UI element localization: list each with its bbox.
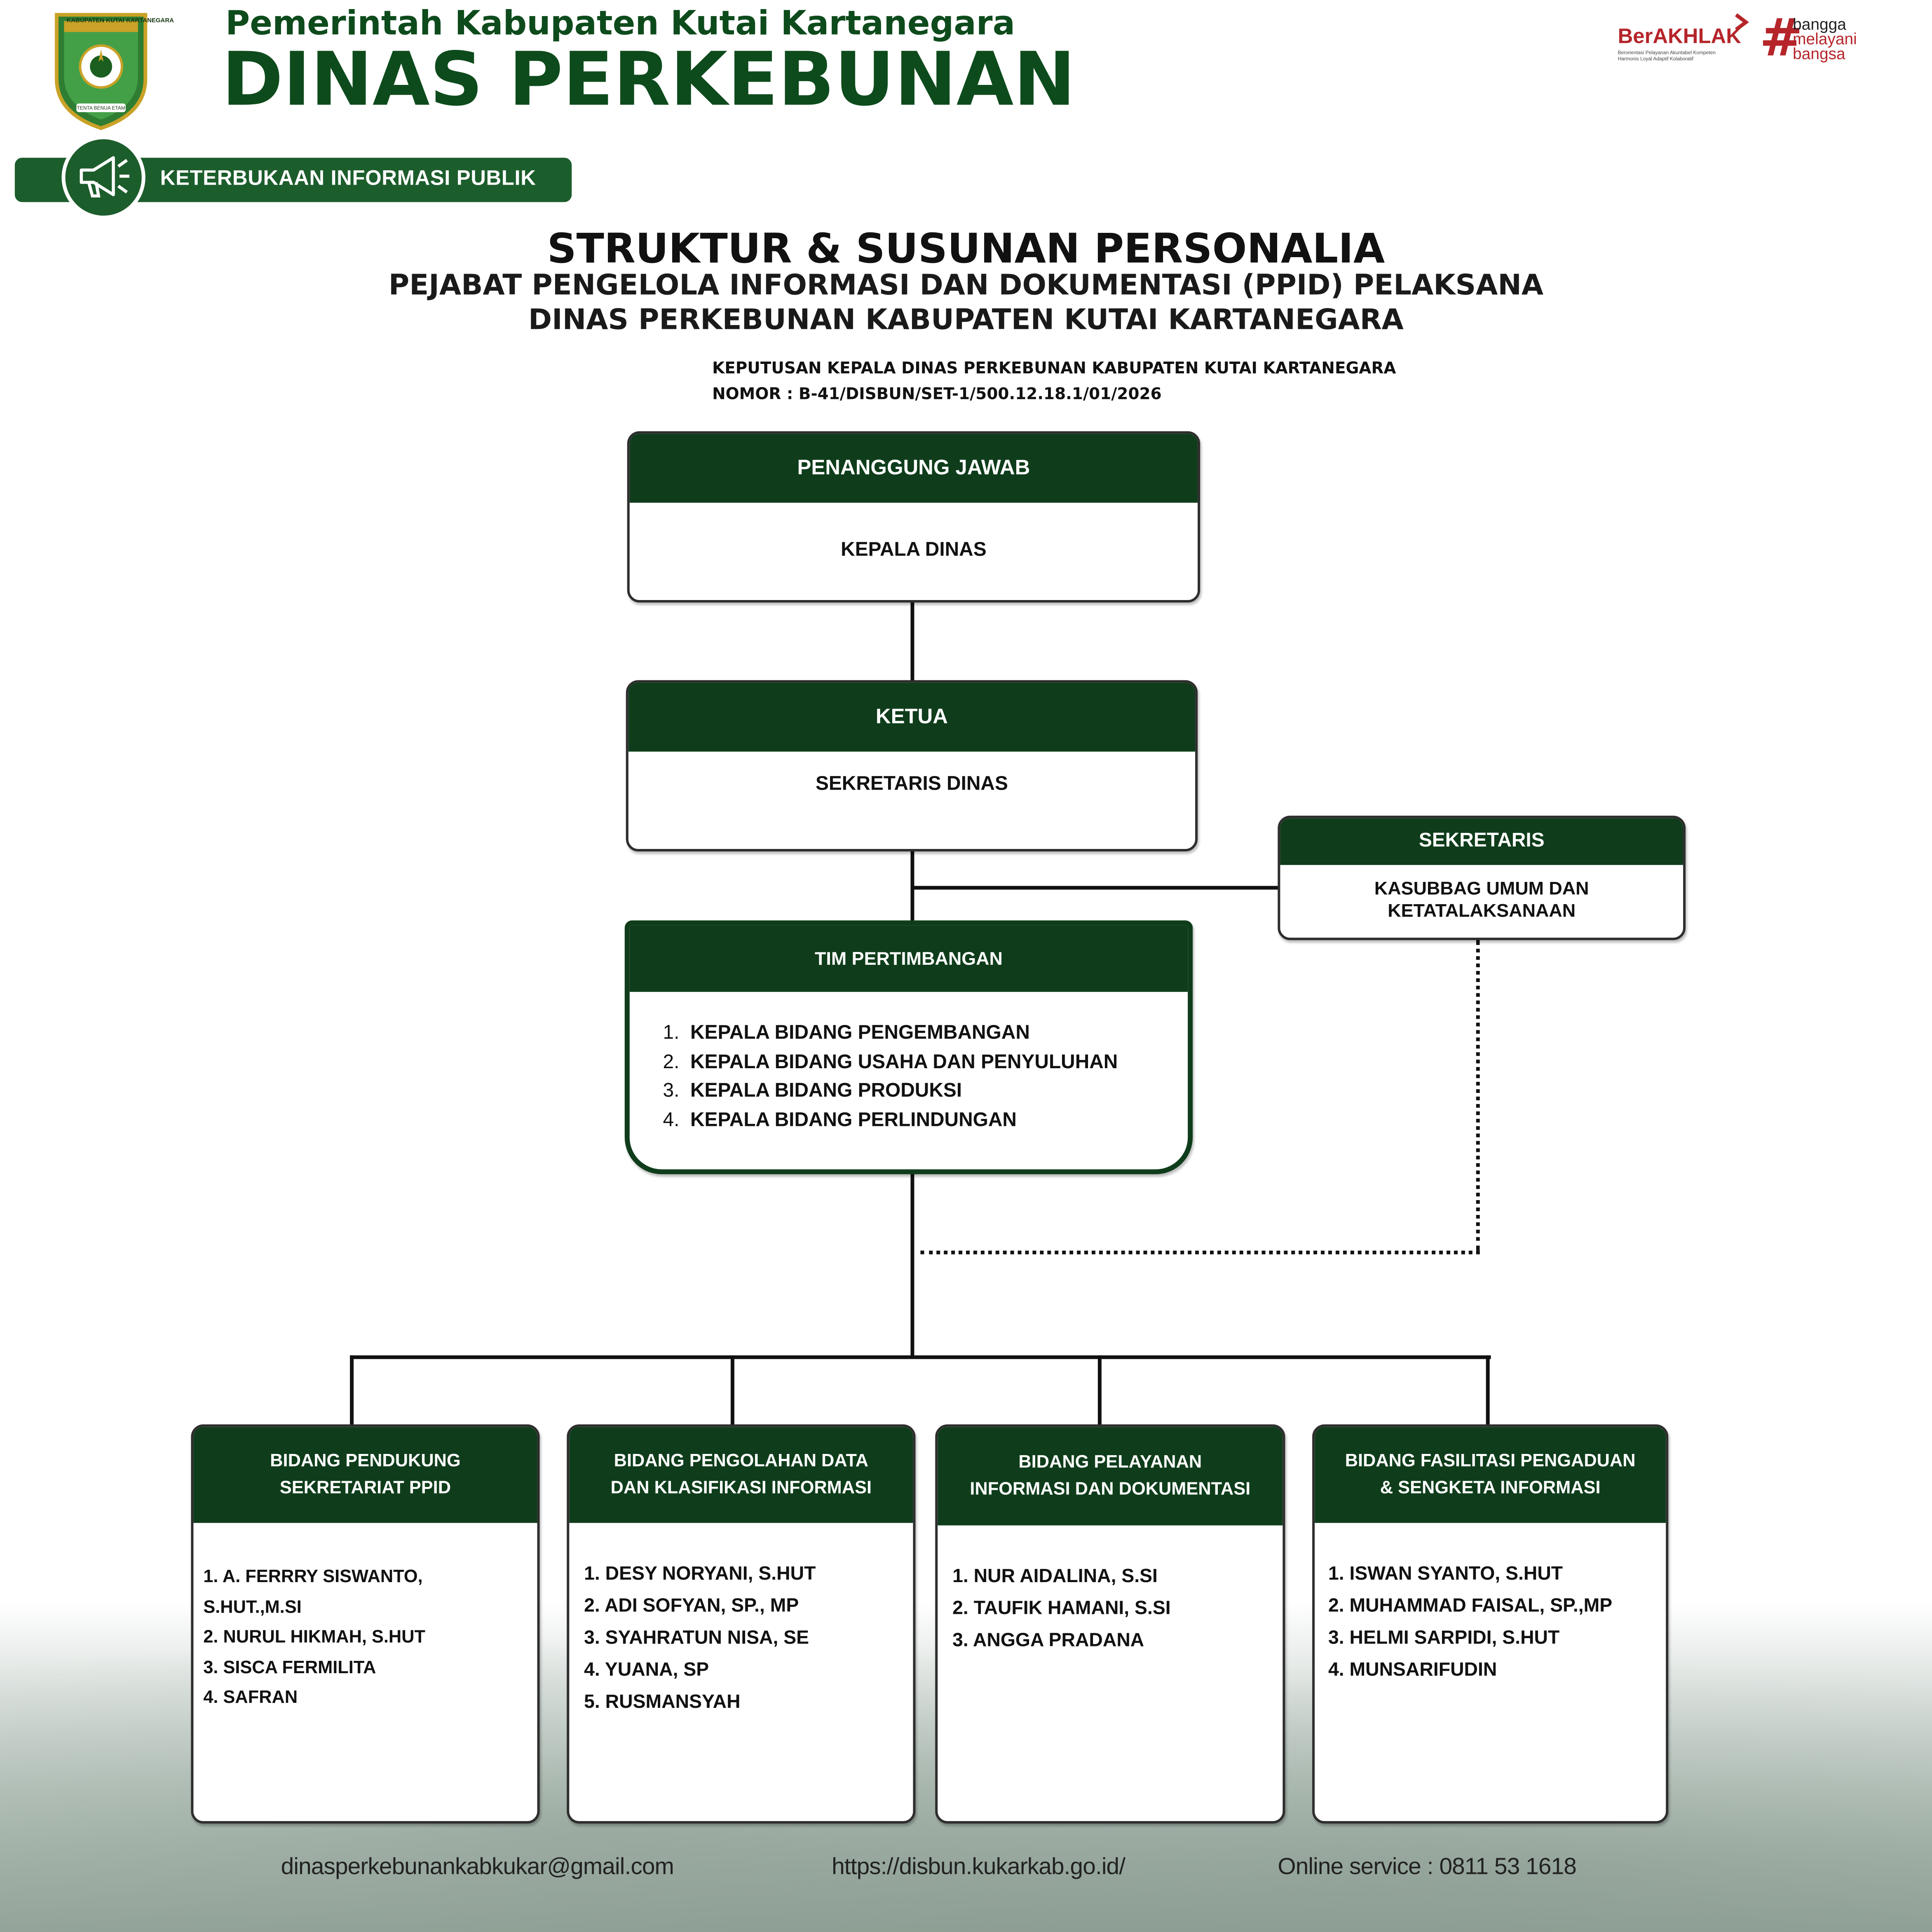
bidang-fasilitasi-members: 1. ISWAN SYANTO, S.HUT 2. MUHAMMAD FAISA… — [1328, 1559, 1612, 1687]
list-item: 2. NURUL HIKMAH, S.HUT — [203, 1627, 426, 1648]
list-item: 1. ISWAN SYANTO, S.HUT — [1328, 1564, 1563, 1585]
list-item: 4. YUANA, SP — [584, 1660, 709, 1681]
list-item: 4. SAFRAN — [203, 1688, 298, 1708]
dotted-connector-vertical — [1476, 940, 1480, 1251]
government-name: Pemerintah Kabupaten Kutai Kartanegara — [225, 5, 1015, 43]
kutai-kartanegara-emblem — [55, 13, 148, 130]
footer-email: dinasperkebunankabkukar@gmail.com — [281, 1854, 674, 1880]
list-item: 3. ANGGA PRADANA — [952, 1630, 1144, 1651]
penanggung-jawab-holder: KEPALA DINAS — [841, 539, 987, 560]
megaphone-badge — [61, 135, 145, 220]
bidang-fasilitasi-box: BIDANG FASILITASI PENGADUAN & SENGKETA I… — [1312, 1424, 1669, 1824]
list-item: 3. HELMI SARPIDI, S.HUT — [1328, 1627, 1560, 1649]
list-item: 2. KEPALA BIDANG USAHA DAN PENYULUHAN — [663, 1051, 1118, 1073]
footer-phone: Online service : 0811 53 1618 — [1278, 1854, 1576, 1880]
list-item: S.HUT.,M.SI — [203, 1597, 302, 1618]
berakhlak-chevron-icon — [1735, 13, 1749, 31]
ketua-role: KETUA — [628, 682, 1196, 752]
list-item: 3. SYAHRATUN NISA, SE — [584, 1627, 809, 1649]
connector-ketua-tim — [910, 850, 914, 924]
tim-pertimbangan-role: TIM PERTIMBANGAN — [629, 925, 1188, 992]
connector-bidang-1 — [350, 1355, 354, 1427]
footer-website: https://disbun.kukarkab.go.id/ — [832, 1854, 1125, 1880]
connector-bidang-2 — [730, 1355, 734, 1427]
bidang-pelayanan-title: BIDANG PELAYANAN INFORMASI DAN DOKUMENTA… — [938, 1427, 1283, 1526]
sekretaris-box: SEKRETARIS KASUBBAG UMUM DAN KETATALAKSA… — [1278, 816, 1686, 940]
connector-bidang-bar — [350, 1355, 1491, 1359]
emblem-motto: TENTA BENUA ETAM — [77, 105, 125, 111]
bangga-melayani-hash-icon: # — [1759, 7, 1803, 68]
ketua-holder: SEKRETARIS DINAS — [815, 774, 1008, 795]
tim-pertimbangan-list: 1. KEPALA BIDANG PENGEMBANGAN 2. KEPALA … — [663, 1019, 1118, 1135]
bidang-fasilitasi-title: BIDANG FASILITASI PENGADUAN & SENGKETA I… — [1315, 1427, 1666, 1523]
bidang-pendukung-members: 1. A. FERRRY SISWANTO, S.HUT.,M.SI 2. NU… — [203, 1562, 425, 1713]
list-item: 5. RUSMANSYAH — [584, 1691, 741, 1713]
connector-tim-bidang — [910, 1173, 914, 1358]
page-title: STRUKTUR & SUSUNAN PERSONALIA — [547, 224, 1385, 272]
bidang-pengolahan-members: 1. DESY NORYANI, S.HUT 2. ADI SOFYAN, SP… — [584, 1559, 816, 1719]
list-item: 3. KEPALA BIDANG PRODUKSI — [663, 1081, 962, 1102]
bidang-pengolahan-title: BIDANG PENGOLAHAN DATA DAN KLASIFIKASI I… — [569, 1427, 913, 1523]
agency-name: DINAS PERKEBUNAN — [222, 37, 1076, 123]
list-item: 2. ADI SOFYAN, SP., MP — [584, 1595, 799, 1617]
decree-title: KEPUTUSAN KEPALA DINAS PERKEBUNAN KABUPA… — [712, 360, 1396, 378]
berakhlak-tagline: Berorientasi Pelayanan Akuntabel Kompete… — [1618, 49, 1716, 62]
penanggung-jawab-role: PENANGGUNG JAWAB — [629, 434, 1198, 503]
bangga-melayani-bangsa-logo: bangga melayani bangsa — [1793, 14, 1857, 63]
dotted-connector-horizontal — [920, 1250, 1480, 1254]
list-item: 4. MUNSARIFUDIN — [1328, 1660, 1497, 1681]
megaphone-icon — [80, 156, 129, 198]
bidang-pelayanan-box: BIDANG PELAYANAN INFORMASI DAN DOKUMENTA… — [935, 1424, 1285, 1824]
connector-penanggung-ketua — [910, 601, 914, 683]
list-item: 1. NUR AIDALINA, S.SI — [952, 1566, 1158, 1587]
emblem-top-text: KABUPATEN KUTAI KARTANEGARA — [66, 17, 174, 25]
list-item: 4. KEPALA BIDANG PERLINDUNGAN — [663, 1109, 1017, 1131]
page-subtitle-2: DINAS PERKEBUNAN KABUPATEN KUTAI KARTANE… — [528, 304, 1404, 337]
connector-bidang-4 — [1486, 1355, 1490, 1427]
bidang-pengolahan-box: BIDANG PENGOLAHAN DATA DAN KLASIFIKASI I… — [567, 1424, 916, 1824]
sekretaris-role: SEKRETARIS — [1280, 818, 1683, 865]
penanggung-jawab-box: PENANGGUNG JAWAB KEPALA DINAS — [627, 431, 1200, 603]
page-subtitle-1: PEJABAT PENGELOLA INFORMASI DAN DOKUMENT… — [388, 270, 1544, 302]
list-item: 2. TAUFIK HAMANI, S.SI — [952, 1598, 1171, 1619]
public-info-banner-label: KETERBUKAAN INFORMASI PUBLIK — [160, 166, 536, 190]
ketua-box: KETUA SEKRETARIS DINAS — [626, 680, 1198, 851]
list-item: 3. SISCA FERMILITA — [203, 1658, 376, 1678]
list-item: 2. MUHAMMAD FAISAL, SP.,MP — [1328, 1595, 1613, 1617]
connector-sekretaris — [913, 886, 1280, 890]
decree-number: NOMOR : B-41/DISBUN/SET-1/500.12.18.1/01… — [712, 385, 1162, 404]
bidang-pendukung-title: BIDANG PENDUKUNG SEKRETARIAT PPID — [193, 1427, 537, 1523]
list-item: 1. A. FERRRY SISWANTO, — [203, 1567, 423, 1587]
sekretaris-holder: KASUBBAG UMUM DAN KETATALAKSANAAN — [1374, 878, 1589, 921]
connector-bidang-3 — [1097, 1355, 1102, 1427]
bidang-pelayanan-members: 1. NUR AIDALINA, S.SI 2. TAUFIK HAMANI, … — [952, 1561, 1171, 1657]
tim-pertimbangan-box: TIM PERTIMBANGAN 1. KEPALA BIDANG PENGEM… — [624, 920, 1193, 1175]
berakhlak-logo: BerAKHLAK — [1618, 24, 1741, 48]
list-item: 1. KEPALA BIDANG PENGEMBANGAN — [663, 1022, 1030, 1044]
list-item: 1. DESY NORYANI, S.HUT — [584, 1564, 816, 1585]
bidang-pendukung-box: BIDANG PENDUKUNG SEKRETARIAT PPID 1. A. … — [191, 1424, 540, 1824]
decree-reference: KEPUTUSAN KEPALA DINAS PERKEBUNAN KABUPA… — [712, 356, 1396, 408]
